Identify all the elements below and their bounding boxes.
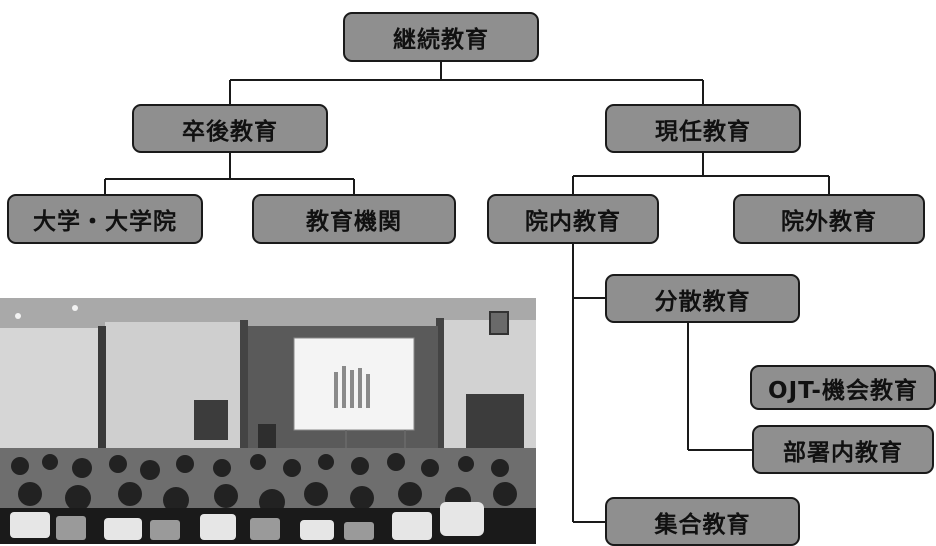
node-ojt-opportunity-education: OJT-機会教育 — [750, 365, 936, 410]
node-postgraduate-education: 卒後教育 — [132, 104, 328, 153]
node-department-education: 部署内教育 — [752, 425, 934, 474]
node-university-graduate-school: 大学・大学院 — [7, 194, 203, 244]
lecture-hall-photo — [0, 298, 536, 544]
node-external-education: 院外教育 — [733, 194, 925, 244]
node-inservice-education: 現任教育 — [605, 104, 801, 153]
node-continuing-education: 継続教育 — [343, 12, 539, 62]
node-educational-institution: 教育機関 — [252, 194, 456, 244]
node-inhouse-education: 院内教育 — [487, 194, 659, 244]
lecture-hall-illustration — [0, 298, 536, 544]
node-distributed-education: 分散教育 — [605, 274, 800, 323]
node-group-education: 集合教育 — [605, 497, 800, 546]
